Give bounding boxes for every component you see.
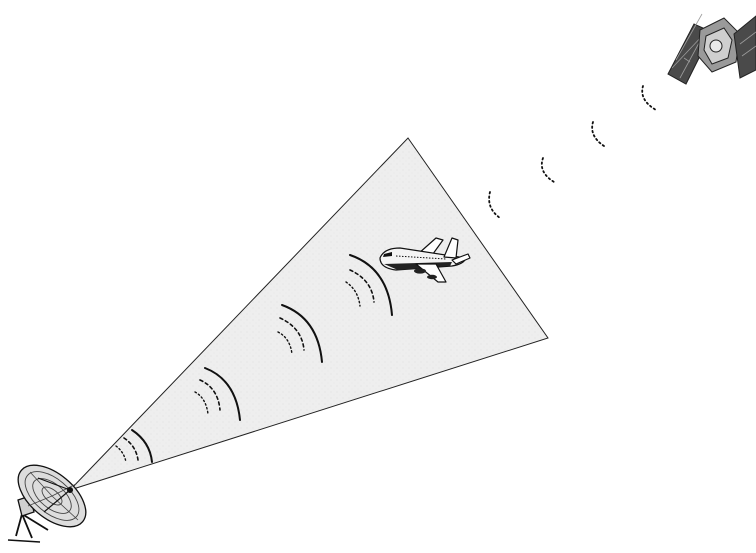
radar-dish-icon [7, 453, 97, 542]
satellite-signal-waves [489, 86, 656, 218]
satellite-icon [668, 14, 756, 84]
